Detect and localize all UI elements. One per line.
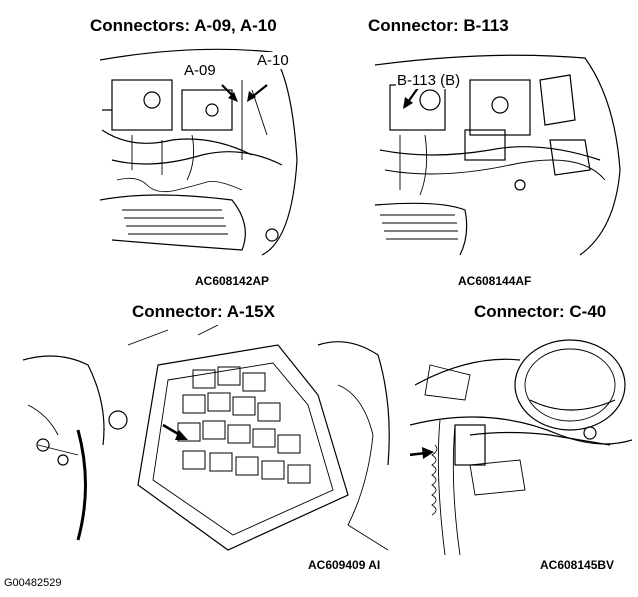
arrow-a09-icon (228, 92, 238, 102)
figure-id: G00482529 (4, 577, 62, 589)
panel-2-engine-bay-illustration (370, 40, 630, 260)
panel-2-title: Connector: B-113 (368, 16, 509, 35)
arrow-a15x-icon (175, 430, 188, 440)
arrow-c40-icon (422, 447, 434, 459)
panel-4-dashboard-illustration (410, 325, 632, 555)
arrow-b113-icon (403, 97, 413, 109)
panel-4-title: Connector: C-40 (474, 302, 607, 321)
panel-2-code: AC608144AF (458, 274, 532, 288)
callout-b113: B-113 (B) (396, 72, 462, 89)
panel-1-engine-bay-illustration (92, 40, 302, 260)
panel-3-code: AC609409 AI (308, 558, 381, 572)
panel-1-title: Connectors: A-09, A-10 (90, 16, 277, 35)
callout-a09: A-09 (183, 62, 217, 79)
panel-3-fuse-box-illustration (18, 325, 398, 555)
panel-4-code: AC608145BV (540, 558, 615, 572)
panel-1-code: AC608142AP (195, 274, 270, 288)
callout-a10: A-10 (256, 52, 290, 69)
panel-3-title: Connector: A-15X (132, 302, 275, 321)
arrow-a10-icon (247, 91, 256, 102)
